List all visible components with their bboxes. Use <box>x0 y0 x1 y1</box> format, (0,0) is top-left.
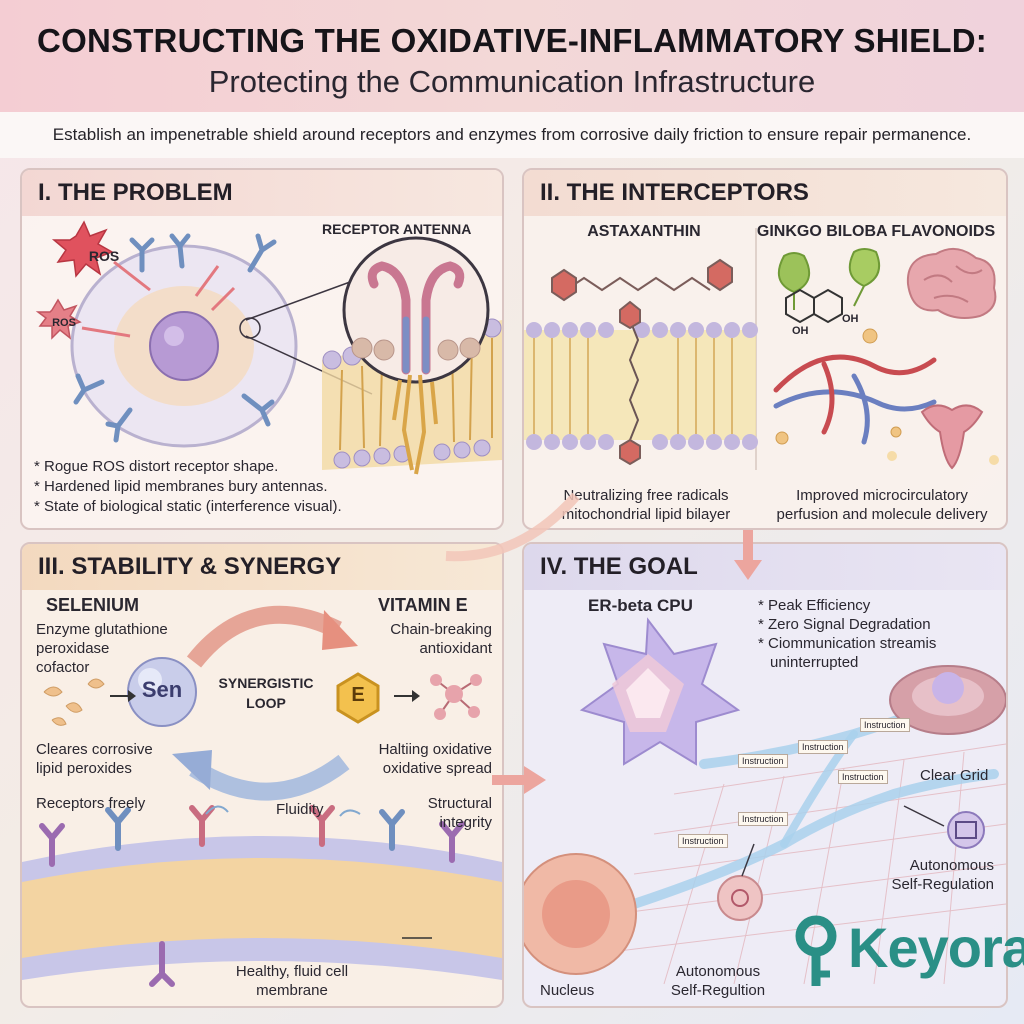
problem-bullet-2: * Hardened lipid membranes bury antennas… <box>34 478 328 495</box>
ginkgo-leaf-right <box>848 248 880 307</box>
astaxanthin-molecule <box>551 258 733 302</box>
self-regulation-icon-bottom <box>717 875 763 921</box>
fluidity-label: Fluidity <box>276 801 324 818</box>
panel-goal-heading: IV. THE GOAL <box>524 544 1006 590</box>
oh-label-1: OH <box>792 325 809 337</box>
e-label: E <box>351 684 365 706</box>
stream-tag-4: Instruction <box>678 834 728 848</box>
astaxanthin-title: ASTAXANTHIN <box>587 223 701 240</box>
panel-synergy: III. STABILITY & SYNERGY <box>20 542 504 1008</box>
self-regulation-icon-right <box>947 811 985 849</box>
loop-arrow-bottom <box>189 754 350 801</box>
vitamin-e-desc-2: antioxidant <box>419 640 492 657</box>
panel-problem-heading: I. THE PROBLEM <box>22 170 502 216</box>
logo-text: Keyora <box>848 916 1024 979</box>
selenium-desc-1: Enzyme glutathione <box>36 621 168 638</box>
problem-bullet-1: * Rogue ROS distort receptor shape. <box>34 458 279 475</box>
astaxanthin-caption-2: mitochondrial lipid bilayer <box>561 506 731 523</box>
stream-tag-2: Instruction <box>798 740 848 754</box>
panel-problem: I. THE PROBLEM <box>20 168 504 530</box>
panel-interceptors: II. THE INTERCEPTORS ASTAXANTHIN GINKGO … <box>522 168 1008 530</box>
clear-grid-label: Clear Grid <box>920 767 989 784</box>
header-banner: CONSTRUCTING THE OXIDATIVE-INFLAMMATORY … <box>0 0 1024 112</box>
interceptors-illustration <box>524 228 999 470</box>
ros-arrows <box>81 260 236 338</box>
intro-text: Establish an impenetrable shield around … <box>0 112 1024 158</box>
synergy-illustration <box>22 605 502 987</box>
antenna-receptor <box>367 261 465 375</box>
synergistic-loop-label-1: SYNERGISTIC <box>218 675 314 691</box>
flavonoid-structure <box>785 288 843 324</box>
membrane-label-1: Healthy, fluid cell <box>235 963 349 980</box>
cell-nucleus <box>149 311 219 381</box>
lipid-peroxide-debris <box>43 678 105 726</box>
vitamin-e-desc-1: Chain-breaking <box>390 621 492 638</box>
stream-tag-1: Instruction <box>738 754 788 768</box>
mitochondrial-bilayer <box>524 322 758 450</box>
selenium-desc-2: peroxidase <box>36 640 110 657</box>
zoom-magnifier <box>342 236 490 384</box>
goal-bullet-2: * Zero Signal Degradation <box>758 616 931 633</box>
healthy-membrane <box>22 836 502 980</box>
autonomous-bottom-label-1: Autonomous <box>675 963 761 980</box>
receptors-freely-label: Receptors freely <box>36 795 146 812</box>
cpu-label: ER-beta CPU <box>588 596 693 615</box>
vitamin-e-hexagon <box>336 672 380 724</box>
goal-bullet-4: uninterrupted <box>770 654 859 671</box>
membrane-receptors <box>39 805 465 987</box>
selenium-title: SELENIUM <box>46 595 140 615</box>
astaxanthin-caption-1: Neutralizing free radicals <box>563 487 729 504</box>
membrane-label-2: membrane <box>256 982 328 999</box>
cell-receptors <box>73 233 277 443</box>
ginkgo-title: GINKGO BILOBA FLAVONOIDS <box>756 223 996 240</box>
panel-interceptors-heading: II. THE INTERCEPTORS <box>524 170 1006 216</box>
panel-goal: IV. THE GOAL <box>522 542 1008 1008</box>
problem-illustration <box>35 220 502 475</box>
oh-label-2: OH <box>842 313 859 325</box>
ros-small-burst <box>35 298 82 340</box>
stream-tag-6: Instruction <box>838 770 888 784</box>
sen-label: Sen <box>141 677 183 702</box>
panel-synergy-heading: III. STABILITY & SYNERGY <box>22 544 502 590</box>
problem-bullet-3: * State of biological static (interferen… <box>34 498 342 515</box>
page-subtitle: Protecting the Communication Infrastruct… <box>208 64 816 99</box>
loop-arrow-top <box>186 605 342 668</box>
vitamin-e-result-2: oxidative spread <box>382 760 492 777</box>
stream-tag-5: Instruction <box>738 812 788 826</box>
vitamin-e-result-1: Haltiing oxidative <box>378 741 492 758</box>
selenium-result-1: Cleares corrosive <box>36 741 153 758</box>
ros-small-label: ROS <box>52 317 76 329</box>
brain-icon <box>906 247 997 319</box>
autonomous-right-label-2: Self-Regulation <box>891 876 994 893</box>
autonomous-bottom-label-2: Self-Regultion <box>670 982 766 999</box>
autonomous-right-label-1: Autonomous <box>909 857 994 874</box>
nucleus-label: Nucleus <box>540 982 595 999</box>
page-title: CONSTRUCTING THE OXIDATIVE-INFLAMMATORY … <box>37 22 987 59</box>
ros-large-burst <box>51 220 114 278</box>
ginkgo-caption-2: perfusion and molecule delivery <box>776 506 988 523</box>
blood-vessels <box>773 354 937 445</box>
synergistic-loop-label-2: LOOP <box>246 695 286 711</box>
stream-tag-3: Instruction <box>860 718 910 732</box>
selenium-desc-3: cofactor <box>36 659 90 676</box>
structural-integrity-label-1: Structural <box>427 795 492 812</box>
ros-large-label: ROS <box>88 248 120 264</box>
goal-bullet-3: * Ciommunication streamis <box>758 635 937 652</box>
ginkgo-caption-1: Improved microcirculatory <box>796 487 968 504</box>
uterus-icon <box>920 404 984 470</box>
er-beta-cpu-crystal <box>579 617 741 766</box>
structural-integrity-label-2: integrity <box>439 814 492 831</box>
key-icon <box>795 915 837 986</box>
keyora-logo: Keyora <box>790 912 1024 992</box>
goal-bullet-1: * Peak Efficiency <box>758 597 871 614</box>
ginkgo-leaf-left <box>777 252 811 310</box>
receptor-antenna-label: RECEPTOR ANTENNA <box>322 221 472 237</box>
selenium-result-2: lipid peroxides <box>36 760 132 777</box>
astaxanthin-transmembrane <box>628 319 640 441</box>
goal-illustration <box>524 617 1006 985</box>
vitamin-e-title: VITAMIN E <box>378 595 468 615</box>
